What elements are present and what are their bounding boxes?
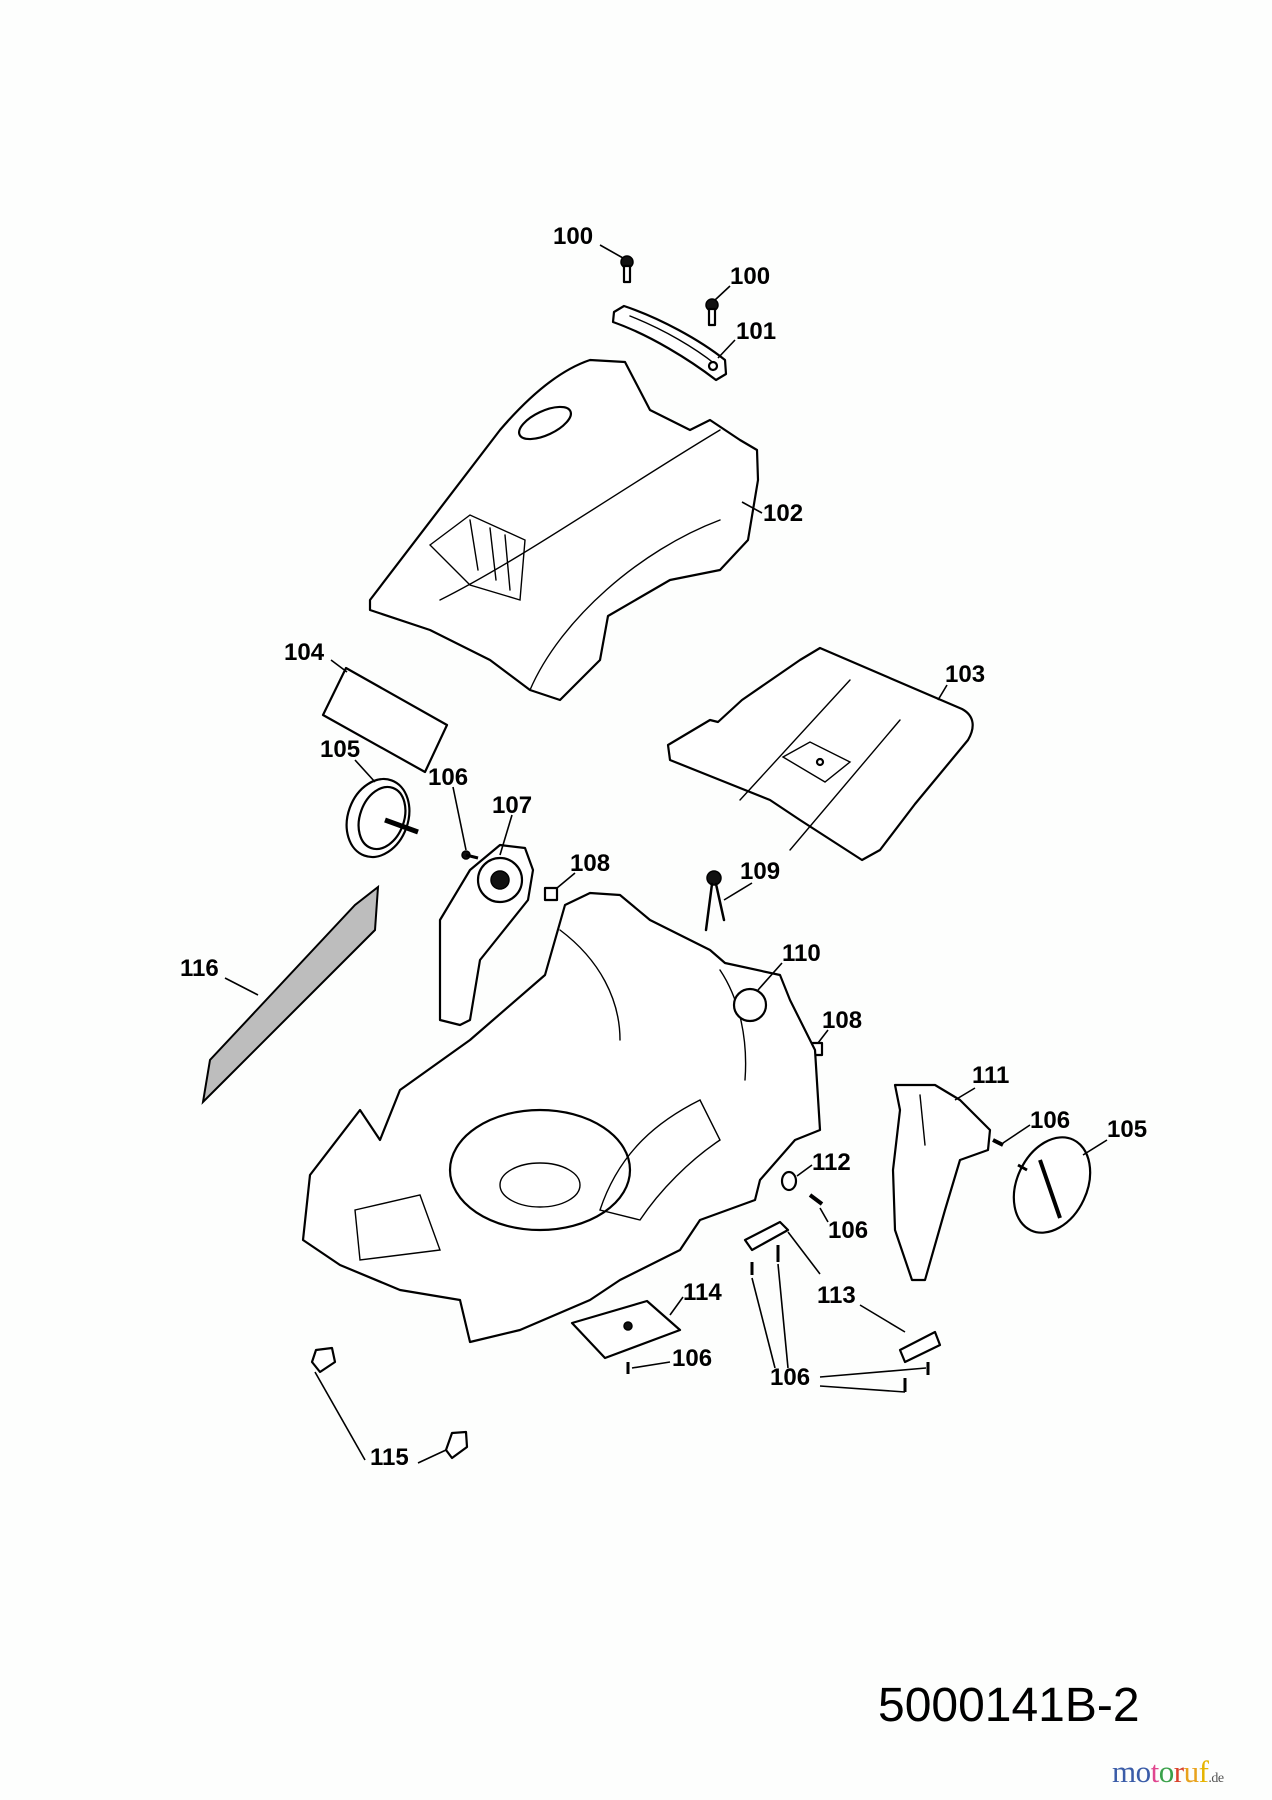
callout-115: 115: [370, 1444, 409, 1471]
upper-housing-102: [368, 358, 760, 702]
logo-letter: f: [1198, 1754, 1209, 1789]
cable-clip-115-a: [310, 1346, 337, 1374]
callout-116: 116: [180, 955, 219, 982]
label-104: [321, 666, 449, 774]
callout-113: 113: [817, 1282, 856, 1309]
callout-108-left: 108: [570, 850, 611, 877]
logo-suffix: .de: [1208, 1771, 1224, 1786]
nut-108-left: [543, 886, 559, 902]
callout-111: 111: [972, 1062, 1010, 1089]
callout-101: 101: [736, 318, 777, 345]
clip-113-left: [743, 1220, 790, 1275]
screw-100-a: [620, 255, 634, 284]
leader-lines: [224, 244, 1108, 1464]
callout-100-b: 100: [730, 263, 771, 290]
callout-106-left: 106: [428, 764, 469, 791]
logo-wordmark: motoruf: [1112, 1754, 1209, 1789]
callout-106-mid: 106: [828, 1217, 869, 1244]
wheel-105-right: [1012, 1136, 1092, 1234]
callout-108-right: 108: [822, 1007, 863, 1034]
bushing-112: [780, 1170, 798, 1192]
callout-106-right: 106: [1030, 1107, 1071, 1134]
screw-106-right: [992, 1138, 1004, 1147]
screw-106-mid: [808, 1193, 824, 1206]
grass-comb-116: [201, 884, 380, 1105]
screw-106-left: [461, 850, 479, 860]
callout-109: 109: [740, 858, 781, 885]
callout-104: 104: [284, 639, 325, 666]
rear-flap-103: [666, 646, 974, 862]
callout-114: 114: [683, 1279, 722, 1306]
callout-106-plate: 106: [672, 1345, 713, 1372]
callout-102: 102: [763, 500, 804, 527]
logo-letter: m: [1112, 1754, 1136, 1789]
callout-106-bottom: 106: [770, 1364, 811, 1391]
drawing-number: 5000141B-2: [878, 1679, 1140, 1732]
callout-100-a: 100: [553, 223, 594, 250]
callout-105-left: 105: [320, 736, 361, 763]
logo-letter: t: [1150, 1754, 1160, 1789]
spring-109: [704, 870, 726, 932]
handle-grip-101: [611, 304, 728, 382]
height-adjuster-107: [438, 843, 535, 1027]
logo-letter: r: [1173, 1754, 1184, 1789]
callout-105-right: 105: [1107, 1116, 1148, 1143]
motoruf-logo[interactable]: motoruf.de: [1112, 1756, 1224, 1787]
logo-letter: o: [1135, 1754, 1152, 1789]
cover-plate-114: [570, 1299, 682, 1374]
clip-113-right: [898, 1330, 942, 1392]
logo-letter: u: [1183, 1754, 1200, 1789]
logo-letter: o: [1158, 1754, 1175, 1789]
callout-107: 107: [492, 792, 533, 819]
callout-103: 103: [945, 661, 986, 688]
screw-100-b: [705, 298, 719, 327]
cable-clip-115-b: [444, 1430, 469, 1460]
callout-112: 112: [812, 1149, 851, 1176]
chassis-deck-110: [301, 891, 822, 1344]
wheel-105-left: [345, 777, 419, 859]
callout-110: 110: [782, 940, 821, 967]
height-adjuster-111: [891, 1083, 992, 1282]
